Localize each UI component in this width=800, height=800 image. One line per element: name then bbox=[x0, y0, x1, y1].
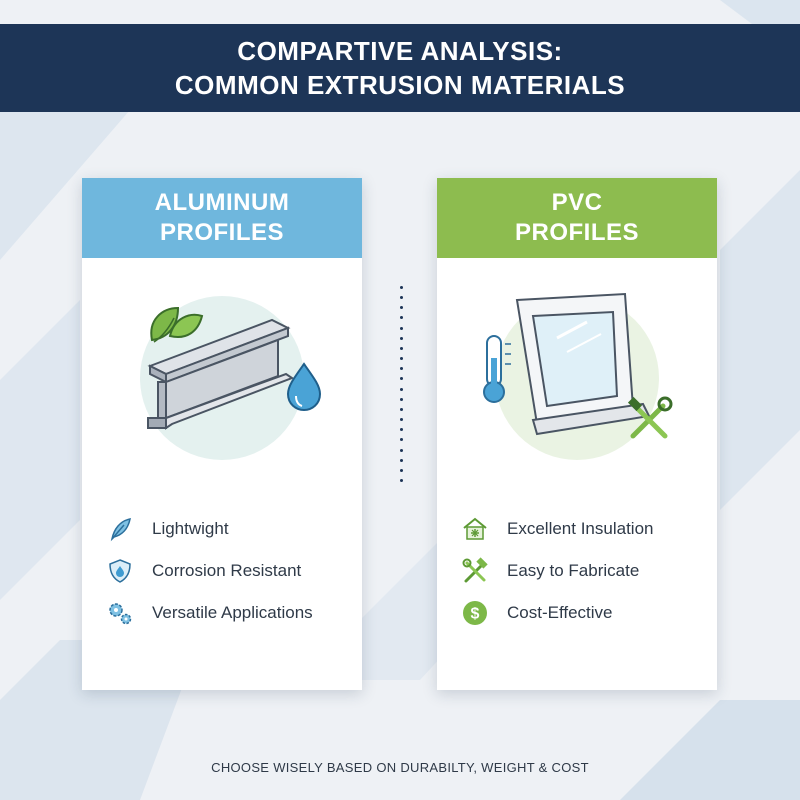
list-item: $ Cost-Effective bbox=[461, 592, 711, 634]
header-banner: COMPARTIVE ANALYSIS: COMMON EXTRUSION MA… bbox=[0, 24, 800, 112]
dollar-icon: $ bbox=[463, 601, 487, 625]
feature-label: Versatile Applications bbox=[152, 603, 313, 622]
i-beam-icon bbox=[147, 318, 295, 430]
pvc-title-line1: PVC bbox=[551, 189, 603, 216]
tools-icon bbox=[627, 396, 673, 439]
pvc-card: PVC PROFILES bbox=[437, 178, 717, 690]
dotted-divider bbox=[399, 286, 403, 482]
shield-drop-icon bbox=[109, 559, 131, 583]
thermometer-icon bbox=[483, 335, 511, 403]
pvc-illustration bbox=[483, 292, 673, 460]
gears-icon bbox=[109, 603, 132, 625]
hammer-wrench-icon bbox=[462, 557, 488, 583]
aluminum-illustration bbox=[140, 296, 322, 460]
aluminum-card-header: ALUMINUM PROFILES bbox=[82, 178, 362, 258]
feather-icon bbox=[110, 518, 131, 542]
page-title-line1: COMPARTIVE ANALYSIS: bbox=[237, 36, 563, 66]
list-item: Excellent Insulation bbox=[461, 508, 711, 550]
list-item: Lightwight bbox=[106, 508, 356, 550]
feature-label: Cost-Effective bbox=[507, 603, 613, 622]
leaf-icon bbox=[150, 306, 204, 343]
house-snowflake-icon bbox=[463, 517, 487, 540]
window-frame-icon bbox=[515, 292, 651, 436]
aluminum-title-line1: ALUMINUM bbox=[154, 189, 290, 216]
svg-text:$: $ bbox=[471, 606, 480, 623]
feature-label: Excellent Insulation bbox=[507, 519, 654, 538]
pvc-card-header: PVC PROFILES bbox=[437, 178, 717, 258]
pvc-feature-list: Excellent Insulation Easy to Fabricate $… bbox=[461, 508, 711, 634]
page-title-line2: COMMON EXTRUSION MATERIALS bbox=[174, 70, 626, 100]
feature-label: Corrosion Resistant bbox=[152, 561, 302, 580]
feature-label: Lightwight bbox=[152, 519, 229, 538]
list-item: Easy to Fabricate bbox=[461, 550, 711, 592]
aluminum-feature-list: Lightwight Corrosion Resistant Versatile… bbox=[106, 508, 356, 634]
list-item: Versatile Applications bbox=[106, 592, 356, 634]
footer-note: CHOOSE WISELY BASED ON DURABILTY, WEIGHT… bbox=[211, 760, 589, 775]
water-drop-icon bbox=[286, 362, 322, 412]
list-item: Corrosion Resistant bbox=[106, 550, 356, 592]
aluminum-title-line2: PROFILES bbox=[159, 219, 284, 246]
aluminum-card: ALUMINUM PROFILES bbox=[82, 178, 362, 690]
feature-label: Easy to Fabricate bbox=[507, 561, 640, 580]
pvc-title-line2: PROFILES bbox=[514, 219, 639, 246]
